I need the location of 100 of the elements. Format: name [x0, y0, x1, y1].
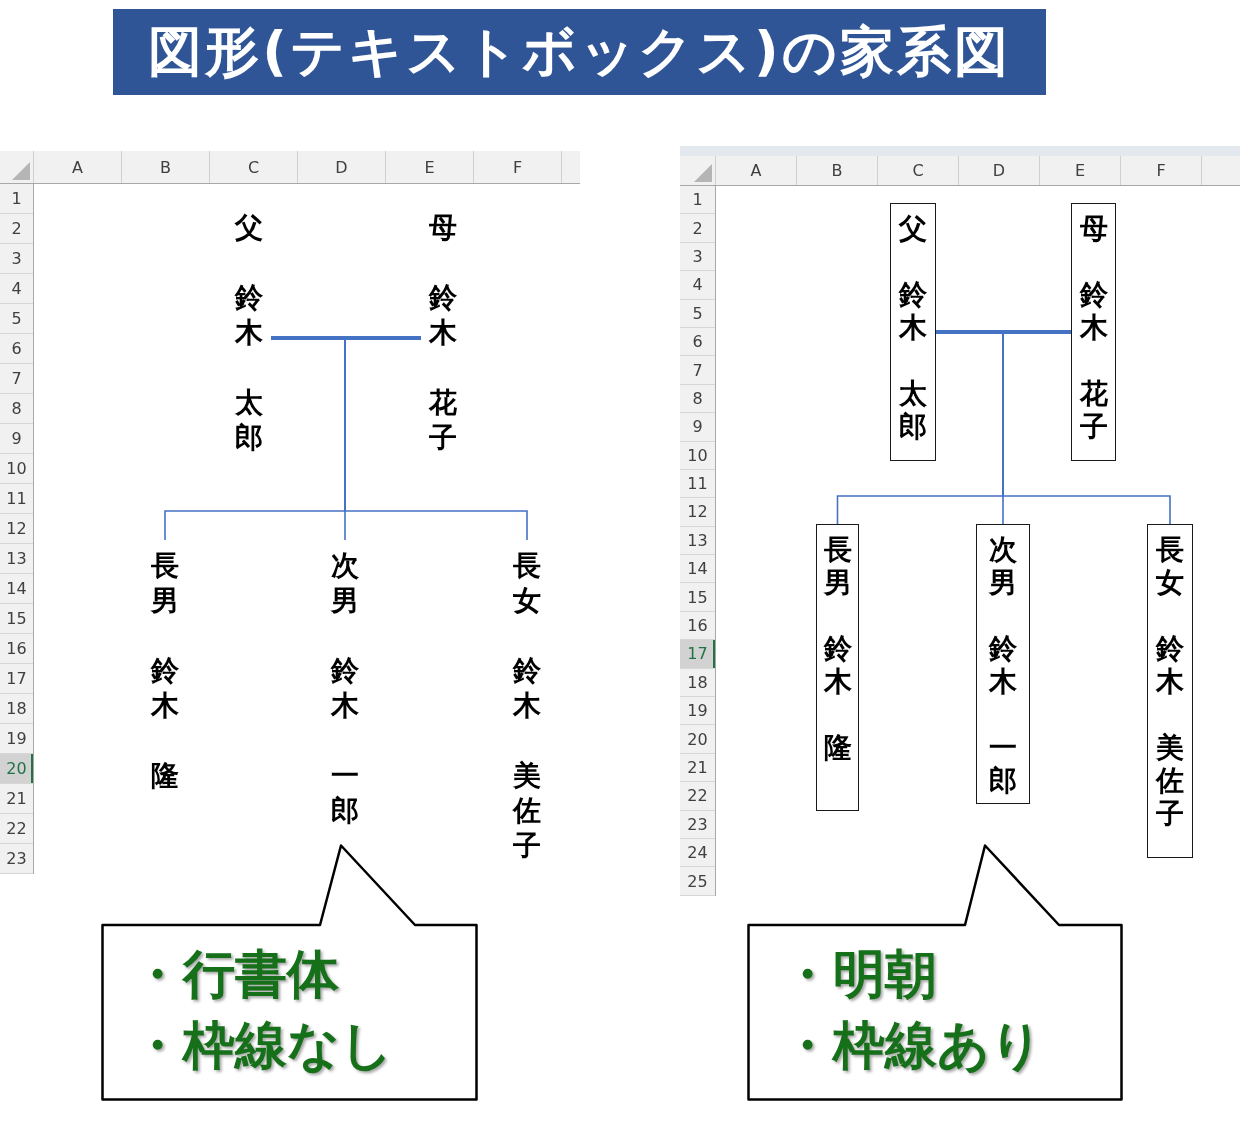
vertical-text: 太郎	[235, 385, 263, 455]
vertical-text: 鈴木	[899, 278, 927, 344]
row-number: 21	[680, 753, 715, 783]
connector-line	[936, 330, 1071, 334]
vertical-text: 花子	[429, 385, 457, 455]
vertical-text-box	[816, 524, 859, 811]
row-number: 6	[680, 327, 715, 357]
column-letter: D	[959, 156, 1040, 185]
row-number: 24	[680, 839, 715, 868]
row-number: 11	[680, 469, 715, 499]
column-letter: B	[797, 156, 878, 185]
vertical-text: 母	[1079, 212, 1108, 245]
vertical-text: 長女	[1156, 533, 1184, 599]
callout-text: ・行書体	[131, 943, 340, 1006]
row-number: 22	[680, 782, 715, 811]
callout-text: ・明朝	[781, 943, 938, 1006]
column-letter: C	[210, 151, 298, 183]
row-number: 13	[0, 544, 33, 574]
row-number: 5	[680, 299, 715, 328]
row-number: 7	[0, 364, 33, 394]
vertical-text: 次男	[331, 548, 359, 618]
vertical-text-box	[1071, 203, 1116, 461]
row-number: 20	[0, 754, 33, 784]
vertical-text: 鈴木	[1156, 632, 1184, 698]
vertical-text: 長女	[513, 548, 541, 618]
row-number: 6	[0, 334, 33, 364]
column-letter: A	[34, 151, 122, 183]
vertical-text-box	[976, 524, 1030, 804]
vertical-text: 太郎	[899, 377, 927, 443]
row-number: 2	[680, 214, 715, 243]
column-letter: F	[1121, 156, 1202, 185]
row-number: 5	[0, 304, 33, 334]
vertical-text: 次男	[989, 533, 1017, 599]
row-number: 18	[0, 694, 33, 724]
row-number: 17	[0, 664, 33, 694]
vertical-text: 鈴木	[1079, 278, 1108, 344]
column-letter: F	[474, 151, 562, 183]
row-number: 11	[0, 484, 33, 514]
connector-line	[1002, 331, 1171, 525]
vertical-text: 隆	[151, 758, 179, 793]
row-number: 7	[680, 356, 715, 385]
column-letter: D	[298, 151, 386, 183]
row-number: 16	[0, 634, 33, 664]
vertical-text: 美佐子	[513, 758, 541, 863]
row-number: 25	[680, 867, 715, 896]
row-number: 20	[680, 725, 715, 754]
vertical-text: 鈴木	[989, 632, 1017, 698]
column-letter: A	[716, 156, 797, 185]
row-number: 14	[0, 574, 33, 604]
vertical-text: 鈴木	[429, 280, 457, 350]
vertical-text-box	[1147, 524, 1193, 858]
vertical-text: 一郎	[989, 731, 1017, 797]
row-number: 13	[680, 526, 715, 556]
vertical-text: 花子	[1079, 377, 1108, 443]
vertical-text: 長男	[151, 548, 179, 618]
row-number: 23	[0, 844, 33, 874]
column-letter: B	[122, 151, 210, 183]
connector-line	[271, 336, 421, 340]
callout-text: ・枠線なし	[131, 1014, 393, 1077]
vertical-text: 一郎	[331, 758, 359, 828]
row-number: 10	[680, 441, 715, 470]
vertical-text: 父	[899, 212, 927, 245]
row-number: 3	[0, 244, 33, 274]
vertical-text: 鈴木	[331, 653, 359, 723]
row-number: 17	[680, 640, 715, 669]
row-number: 15	[680, 583, 715, 612]
row-number: 23	[680, 810, 715, 839]
row-number: 9	[0, 424, 33, 454]
connector-line	[344, 337, 528, 541]
vertical-text-box	[890, 203, 936, 461]
column-letter: E	[1040, 156, 1121, 185]
vertical-text: 鈴木	[235, 280, 263, 350]
vertical-text: 隆	[823, 731, 852, 764]
row-number: 10	[0, 454, 33, 484]
row-number: 8	[680, 384, 715, 414]
row-number: 1	[0, 184, 33, 214]
row-number: 14	[680, 555, 715, 584]
column-letter: E	[386, 151, 474, 183]
vertical-text: 鈴木	[513, 653, 541, 723]
row-number: 15	[0, 604, 33, 634]
vertical-text: 母	[429, 210, 457, 245]
row-number: 9	[680, 413, 715, 442]
row-number: 4	[0, 274, 33, 304]
row-number: 4	[680, 271, 715, 300]
row-number: 22	[0, 814, 33, 844]
vertical-text: 鈴木	[151, 653, 179, 723]
vertical-text: 長男	[823, 533, 852, 599]
row-number: 21	[0, 784, 33, 814]
row-number: 12	[0, 514, 33, 544]
row-number: 3	[680, 242, 715, 272]
vertical-text: 美佐子	[1156, 731, 1184, 830]
row-number: 2	[0, 214, 33, 244]
row-number: 12	[680, 498, 715, 527]
row-number: 19	[680, 697, 715, 726]
row-number: 8	[0, 394, 33, 424]
row-number: 18	[680, 668, 715, 698]
title-banner: 図形(テキストボックス)の家系図	[113, 9, 1046, 95]
column-letter: C	[878, 156, 959, 185]
row-number: 1	[680, 186, 715, 215]
vertical-text: 父	[235, 210, 263, 245]
